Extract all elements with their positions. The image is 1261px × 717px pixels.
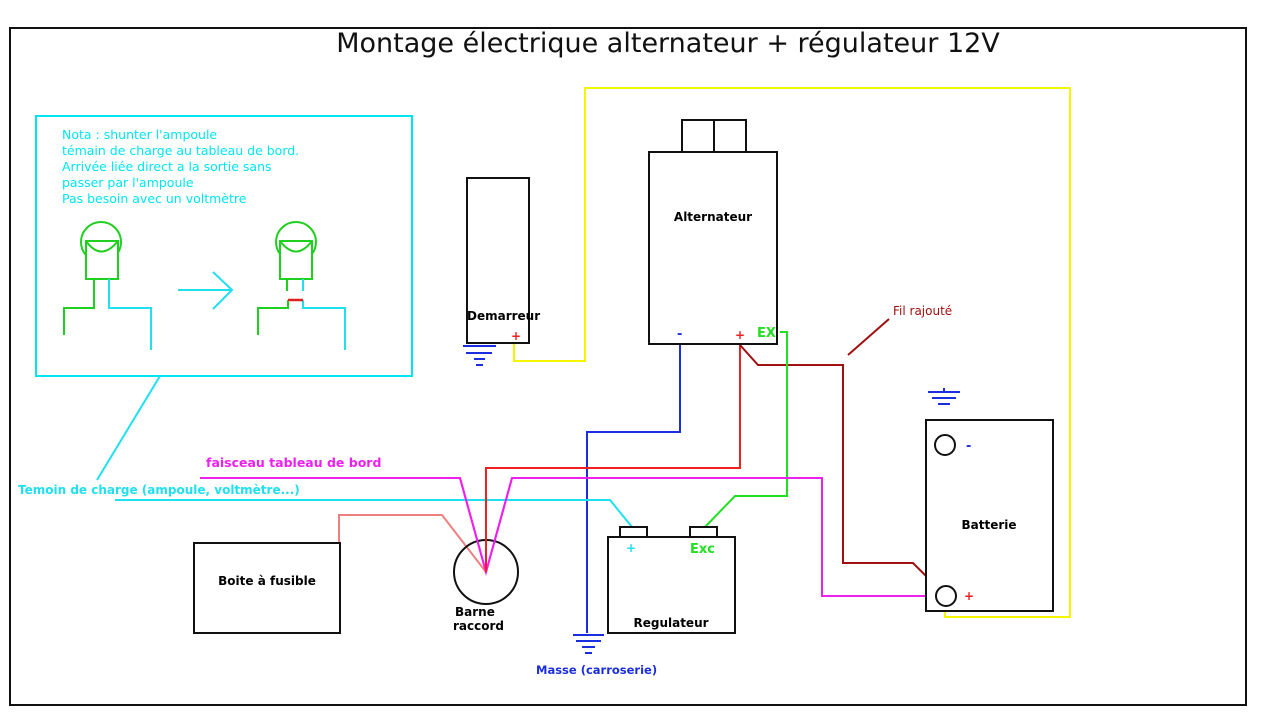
- alternateur-ex-terminal: EX: [757, 326, 776, 341]
- note-line: Arrivée liée direct a la sortie sans: [62, 159, 272, 174]
- regulateur-exc-label: Exc: [690, 542, 715, 557]
- regulateur-plus-label: +: [626, 541, 636, 555]
- note-line: Pas besoin avec un voltmètre: [62, 191, 247, 206]
- ground-icon: [463, 345, 496, 366]
- bulb-icon: [63, 221, 152, 350]
- boite-fusible-label: Boite à fusible: [218, 574, 316, 588]
- demarreur-label: Demarreur: [467, 309, 540, 323]
- masse-label: Masse (carroserie): [536, 663, 657, 677]
- fil-rajoute-label: Fil rajouté: [893, 304, 952, 318]
- batterie-positive-post: [935, 585, 957, 607]
- arrow-right-icon: [178, 271, 234, 310]
- borne-label-line2: raccord: [453, 619, 504, 633]
- regulateur-plus-connector: [619, 526, 648, 538]
- bulb-shunted-icon: [257, 221, 346, 350]
- boite-fusible-box: [193, 542, 341, 634]
- alternateur-connector: [713, 119, 747, 153]
- fil-rajoute-leader: [847, 318, 890, 356]
- demarreur-component: Demarreur +: [466, 177, 540, 344]
- wire-yellow: [513, 87, 1071, 618]
- regulateur-component: + Exc Regulateur: [607, 526, 736, 634]
- batterie-minus-label: -: [966, 439, 971, 454]
- alternateur-connector: [681, 119, 715, 153]
- borne-raccord-component: Barne raccord: [453, 539, 519, 633]
- alternateur-component: Alternateur - + EX: [648, 119, 778, 345]
- demarreur-box: [466, 177, 530, 344]
- alternateur-plus-terminal: +: [735, 328, 745, 342]
- temoin-label: Temoin de charge (ampoule, voltmètre...): [18, 483, 300, 497]
- regulateur-label: Regulateur: [633, 616, 708, 630]
- ground-icon: [573, 634, 604, 654]
- note-line: passer par l'ampoule: [62, 175, 194, 190]
- alternateur-minus-terminal: -: [677, 327, 682, 342]
- batterie-negative-post: [934, 434, 956, 456]
- wire-pink: [338, 514, 487, 573]
- note-box-frame: [35, 115, 413, 377]
- ground-icon: [928, 388, 960, 405]
- diagram-title: Montage électrique alternateur + régulat…: [336, 28, 1000, 59]
- borne-label-line1: Barne: [455, 605, 495, 619]
- note-line: Nota : shunter l'ampoule: [62, 127, 217, 142]
- note-line: témain de charge au tableau de bord.: [62, 143, 299, 158]
- wire-green: [704, 331, 788, 528]
- note-leader-line: [96, 375, 161, 481]
- note-box: Nota : shunter l'ampoule témain de charg…: [35, 115, 413, 377]
- wire-dark-red: [739, 344, 945, 595]
- batterie-plus-label: +: [964, 589, 974, 603]
- batterie-box: [925, 419, 1054, 612]
- demarreur-plus-terminal: +: [511, 329, 521, 343]
- regulateur-box: [607, 536, 736, 634]
- regulateur-exc-connector: [689, 526, 718, 538]
- faisceau-label: faisceau tableau de bord: [206, 455, 381, 470]
- alternateur-label: Alternateur: [674, 210, 752, 224]
- alternateur-box: [648, 151, 778, 345]
- wire-cyan: [115, 499, 633, 528]
- wire-blue: [586, 345, 681, 633]
- batterie-label: Batterie: [961, 518, 1016, 532]
- boite-fusible-component: Boite à fusible: [193, 542, 341, 634]
- batterie-component: - Batterie +: [925, 419, 1054, 612]
- diagram-frame: [9, 27, 1247, 706]
